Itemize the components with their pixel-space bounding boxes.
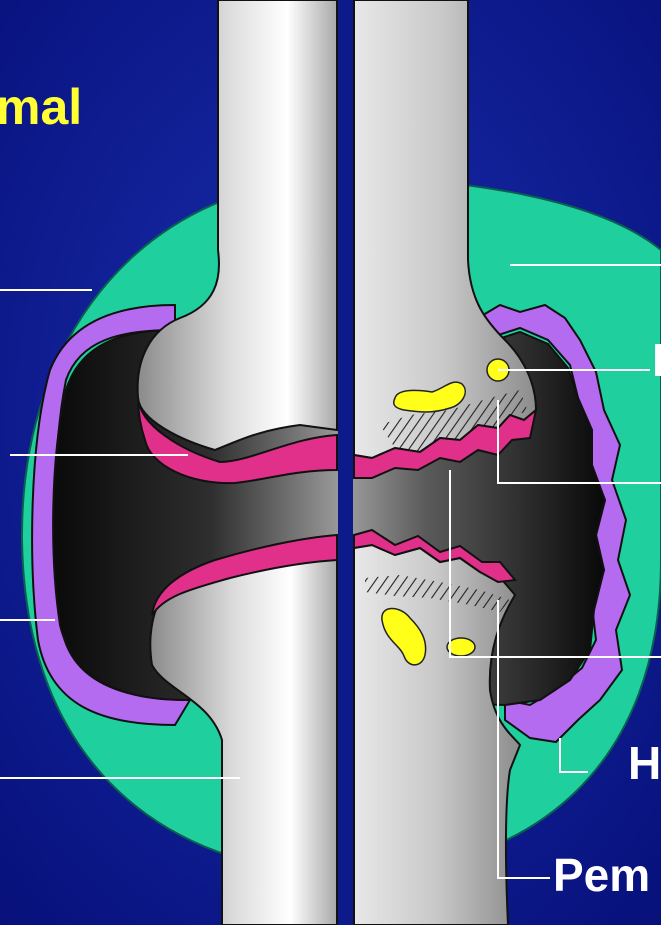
center-divider [338, 0, 353, 925]
label-bone-erosion: E [652, 337, 661, 383]
label-hypertrophy: H [628, 740, 661, 786]
label-pannus: Pem [553, 852, 650, 898]
slide-title: mal [0, 82, 82, 132]
erosion-spot-lower-small [447, 638, 475, 656]
